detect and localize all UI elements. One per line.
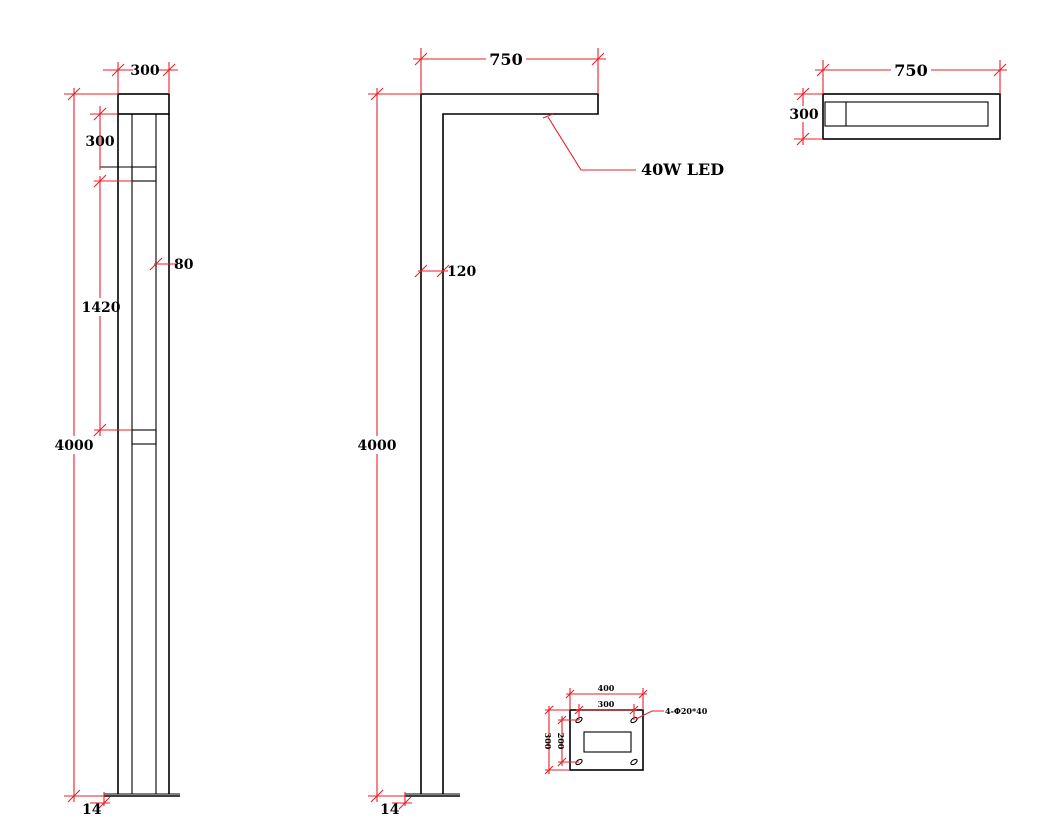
top-width-dimension <box>794 87 823 146</box>
top-length-label-mask <box>891 61 931 79</box>
front-tube-label: 80 <box>174 257 194 273</box>
front-width-label-mask <box>133 62 157 78</box>
base-outer-width-label: 400 <box>598 683 615 693</box>
led-leader <box>542 113 636 171</box>
front-view-outline <box>100 93 180 797</box>
top-width-label: 300 <box>789 107 818 123</box>
base-outer-width-dimension <box>565 688 648 710</box>
side-base-dimension <box>392 792 412 810</box>
front-height-label: 4000 <box>55 438 94 454</box>
side-view: 750 40W LED 120 4000 14 <box>358 48 724 818</box>
base-outer-height-dimension <box>544 705 570 775</box>
side-height-label-mask <box>361 436 393 454</box>
front-view: 300 300 1420 80 4000 <box>55 62 194 818</box>
base-pitch-y-label: 200 <box>556 733 566 750</box>
top-width-label-mask <box>792 106 816 122</box>
side-tube-dimension <box>414 264 450 278</box>
base-pitch-x-label: 300 <box>598 699 615 709</box>
hole-leader <box>635 710 664 720</box>
side-tube-label: 120 <box>447 264 476 280</box>
hole-callout: 4-Φ20*40 <box>665 706 708 716</box>
front-top-gap-dimension <box>90 106 118 170</box>
side-arm-label-mask <box>486 50 526 68</box>
led-callout: 40W LED <box>641 160 724 179</box>
mounting-hole-icon <box>575 716 638 766</box>
top-length-label: 750 <box>894 61 927 80</box>
side-view-outline <box>405 93 599 797</box>
top-view: 750 300 <box>789 60 1007 146</box>
base-plate: 400 300 300 200 4-Φ20*40 <box>543 683 708 775</box>
side-height-label: 4000 <box>358 438 397 454</box>
top-view-outline <box>822 93 1001 140</box>
front-tube-dimension <box>149 257 176 271</box>
front-base-dimension <box>90 792 111 810</box>
base-outer-height-label: 300 <box>543 733 553 750</box>
side-arm-label: 750 <box>489 50 522 69</box>
front-top-gap-label: 300 <box>85 134 114 150</box>
front-panel-label: 1420 <box>82 300 121 316</box>
side-base-label: 14 <box>380 802 400 818</box>
front-panel-label-mask <box>86 298 116 316</box>
front-width-label: 300 <box>130 63 159 79</box>
front-base-label: 14 <box>82 802 102 818</box>
base-pitch-y-dimension <box>557 715 579 767</box>
front-height-label-mask <box>58 436 90 454</box>
base-pitch-x-dimension <box>574 704 639 720</box>
